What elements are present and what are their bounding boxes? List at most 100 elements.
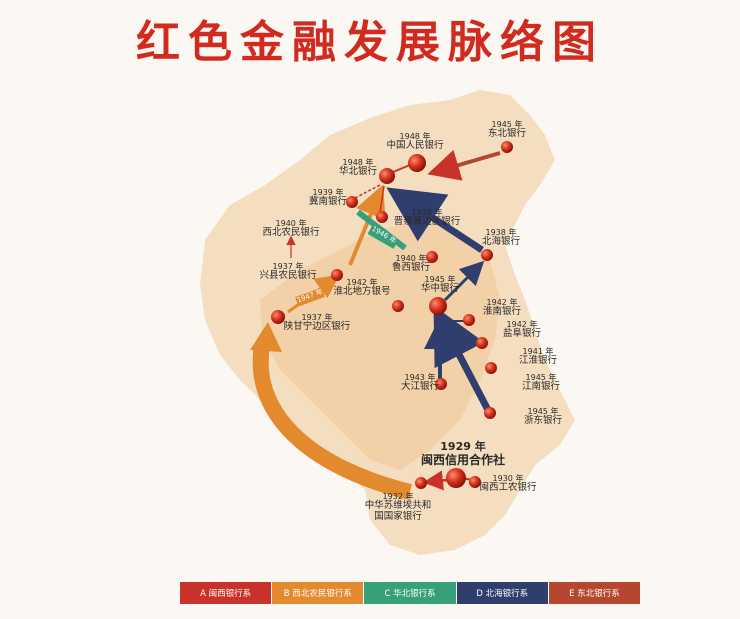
node-ball-luxi xyxy=(426,251,438,263)
node-label-dongbei: 1945 年东北银行 xyxy=(488,120,526,140)
legend-item: D 北海银行系 xyxy=(456,582,549,604)
node-name: 闽西工农银行 xyxy=(479,482,537,494)
legend-item: E 东北银行系 xyxy=(548,582,641,604)
node-ball-huabei xyxy=(379,168,395,184)
arrow-minxi-to-shaanxi xyxy=(252,343,412,500)
arrow-minxi-to-zhonghua xyxy=(423,470,448,491)
node-label-huaibei: 1942 年淮北地方银号 xyxy=(333,278,390,298)
node-year: 1942 年 xyxy=(346,278,378,287)
node-label-zhonghua: 1932 年中华苏维埃共和国国家银行 xyxy=(363,492,433,523)
node-name: 闽西信用合作社 xyxy=(420,452,506,467)
node-year: 1945 年 xyxy=(527,407,559,416)
node-name: 兴县农民银行 xyxy=(259,270,317,282)
node-ball-huaibei xyxy=(392,300,404,312)
arrow-dongbei-to-renmin xyxy=(427,149,501,181)
node-label-huainan: 1942 年淮南银行 xyxy=(483,298,521,318)
node-year: 1948 年 xyxy=(342,158,374,167)
arrow-minxi-to-shaanxi-head xyxy=(250,322,282,352)
arrow-beihai-to-huabei xyxy=(386,187,484,253)
node-year: 1937 年 xyxy=(272,262,304,271)
orange-year-tag xyxy=(295,287,325,307)
node-year: 1941 年 xyxy=(522,347,554,356)
node-name: 中华苏维埃共和国国家银行 xyxy=(364,500,432,523)
node-ball-zhonghua xyxy=(415,477,427,489)
node-label-beihai: 1938 年北海银行 xyxy=(482,228,520,248)
node-ball-minxigongnong xyxy=(469,476,481,488)
node-year: 1929 年 xyxy=(440,440,486,453)
arrow-huaibei-to-huabei xyxy=(348,184,386,266)
node-ball-yanfu xyxy=(476,337,488,349)
node-name: 盐阜银行 xyxy=(502,328,542,340)
node-ball-dongbei xyxy=(501,141,513,153)
node-name: 华中银行 xyxy=(420,283,460,295)
node-ball-huazhong xyxy=(429,297,447,315)
node-label-luxi: 1940 年鲁西银行 xyxy=(392,254,430,274)
arrow-jinchaji-to-huabei xyxy=(379,185,385,213)
node-year: 1942 年 xyxy=(506,320,538,329)
node-name: 浙东银行 xyxy=(523,415,563,427)
node-year: 1940 年 xyxy=(275,219,307,228)
node-ball-minxi xyxy=(446,468,466,488)
node-ball-xingxian xyxy=(331,269,343,281)
node-label-jinan: 1939 年冀南银行 xyxy=(309,188,347,208)
node-label-huazhong: 1945 年华中银行 xyxy=(421,275,459,295)
node-label-dajiang: 1943 年大江银行 xyxy=(401,373,439,393)
node-name: 西北农民银行 xyxy=(262,227,320,239)
node-label-renmin: 1948 年中国人民银行 xyxy=(386,132,443,152)
node-label-minxi: 1929 年闽西信用合作社 xyxy=(420,440,506,467)
node-label-zhedong: 1945 年浙东银行 xyxy=(524,407,562,427)
node-ball-jinchaji xyxy=(376,211,388,223)
node-name: 中国人民银行 xyxy=(386,140,444,152)
node-name: 冀南银行 xyxy=(308,196,348,208)
node-label-jinchaji: 1938 年晋察冀边区银行 xyxy=(394,208,461,228)
legend-item: C 华北银行系 xyxy=(364,582,457,604)
node-year: 1945 年 xyxy=(491,120,523,129)
node-label-jiangnan: 1945 年江南银行 xyxy=(522,373,560,393)
node-name: 陕甘宁边区银行 xyxy=(283,321,351,333)
node-ball-jianghuai xyxy=(485,362,497,374)
node-name: 淮南银行 xyxy=(482,306,522,318)
node-label-shaangan: 1937 年陕甘宁边区银行 xyxy=(284,313,351,333)
node-label-yanfu: 1942 年盐阜银行 xyxy=(503,320,541,340)
legend-item: B 西北农民银行系 xyxy=(272,582,365,604)
node-year: 1937 年 xyxy=(301,313,333,322)
node-year: 1945 年 xyxy=(424,275,456,284)
node-year: 1945 年 xyxy=(525,373,557,382)
node-ball-dajiang xyxy=(435,378,447,390)
node-name: 华北银行 xyxy=(338,166,378,178)
node-year: 1938 年 xyxy=(485,228,517,237)
node-ball-jinan xyxy=(346,196,358,208)
node-year: 1938 年 xyxy=(411,208,443,217)
node-name: 鲁西银行 xyxy=(391,262,431,274)
node-label-jianghuai: 1941 年江淮银行 xyxy=(519,347,557,367)
node-ball-beihai xyxy=(481,249,493,261)
node-label-huabei: 1948 年华北银行 xyxy=(339,158,377,178)
node-year: 1939 年 xyxy=(312,188,344,197)
node-year: 1940 年 xyxy=(395,254,427,263)
node-year: 1943 年 xyxy=(404,373,436,382)
node-ball-huainan xyxy=(463,314,475,326)
page-title: 红色金融发展脉络图 xyxy=(136,17,604,68)
legend-item: A 闽西银行系 xyxy=(180,582,273,604)
node-name: 晋察冀边区银行 xyxy=(393,216,461,228)
node-year: 1948 年 xyxy=(399,132,431,141)
green-year-tag xyxy=(367,225,399,249)
node-name: 江淮银行 xyxy=(518,355,558,367)
node-name: 东北银行 xyxy=(487,128,527,140)
node-ball-renmin xyxy=(408,154,426,172)
node-name: 大江银行 xyxy=(400,381,440,393)
node-year: 1930 年 xyxy=(492,474,524,483)
node-year: 1942 年 xyxy=(486,298,518,307)
node-ball-zhedong xyxy=(484,407,496,419)
node-name: 淮北地方银号 xyxy=(333,286,391,298)
node-ball-shaangan xyxy=(271,310,285,324)
node-year: 1932 年 xyxy=(382,492,414,501)
arrow-huabei-to-renmin xyxy=(392,164,411,173)
node-name: 北海银行 xyxy=(481,236,521,248)
arrow-huazhong-to-beihai xyxy=(443,260,485,302)
node-label-xibei: 1940 年西北农民银行 xyxy=(262,219,319,239)
node-label-minxigongnong: 1930 年闽西工农银行 xyxy=(479,474,536,494)
